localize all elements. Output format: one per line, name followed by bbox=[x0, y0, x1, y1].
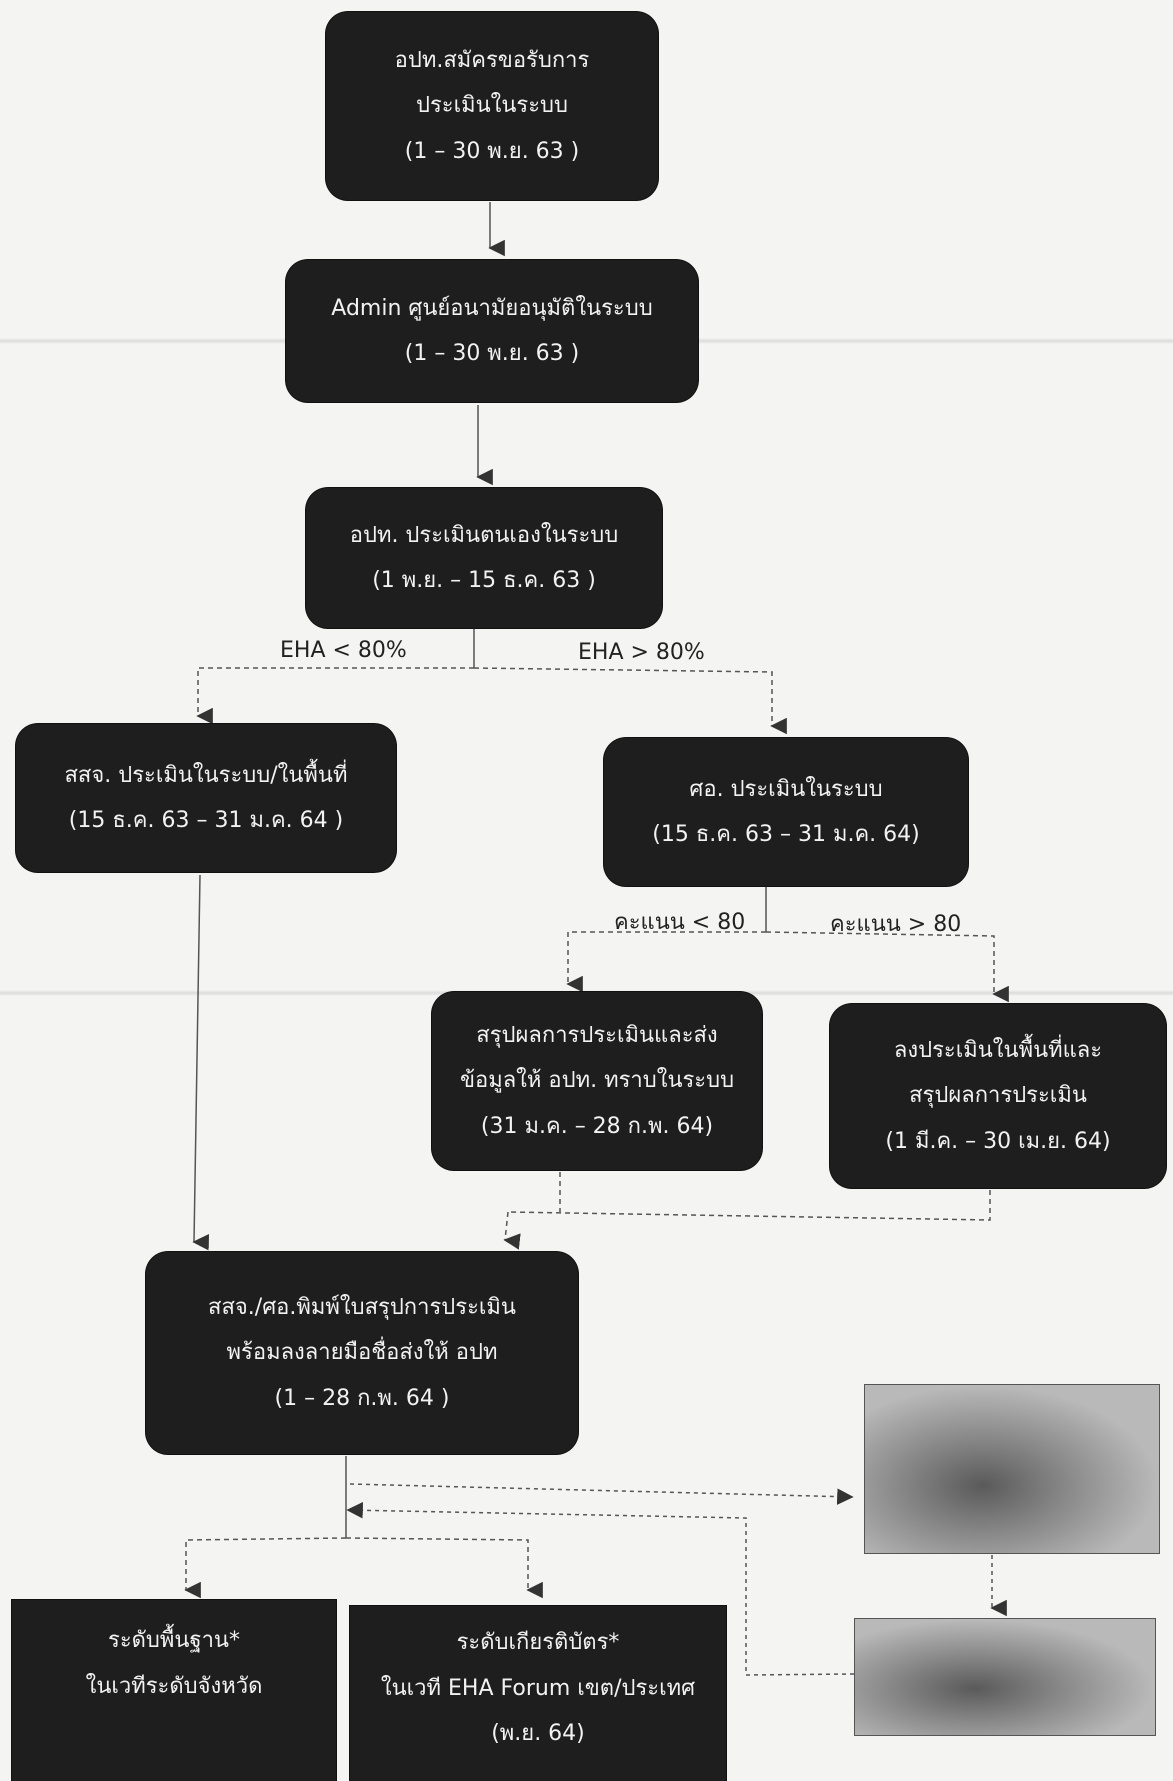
node-self-line1: อปท. ประเมินตนเองในระบบ bbox=[349, 522, 619, 548]
node-field-line2: สรุปผลการประเมิน bbox=[909, 1083, 1087, 1109]
edge-gray2-return bbox=[346, 1502, 855, 1676]
node-basic: ระดับพื้นฐาน* ในเวทีระดับจังหวัด bbox=[12, 1600, 336, 1781]
edge-split-ssj bbox=[196, 667, 474, 725]
node-apply-line2: ประเมินในระบบ bbox=[415, 93, 568, 119]
node-apply-line3: (1 – 30 พ.ย. 63 ) bbox=[404, 138, 580, 164]
edge-field-merge bbox=[507, 1190, 991, 1221]
obscured-image-bottom bbox=[854, 1618, 1156, 1736]
node-summary-line2: ข้อมูลให้ อปท. ทราบในระบบ bbox=[459, 1068, 735, 1094]
node-field-line1: ลงประเมินในพื้นที่และ bbox=[893, 1037, 1103, 1063]
node-print-line1: สสจ./ศอ.พิมพ์ใบสรุปการประเมิน bbox=[208, 1294, 516, 1320]
edge-label-eha-high: EHA > 80% bbox=[578, 640, 705, 665]
node-approve-line2: (1 – 30 พ.ย. 63 ) bbox=[404, 341, 580, 366]
edge-merge-print bbox=[503, 1211, 521, 1250]
edge-split-field bbox=[765, 931, 1009, 1003]
node-approve: Admin ศูนย์อนามัยอนุมัติในระบบ (1 – 30 พ… bbox=[286, 260, 698, 402]
node-field-line3: (1 มี.ค. – 30 เม.ย. 64) bbox=[885, 1128, 1111, 1154]
edge-split-basic bbox=[184, 1537, 347, 1599]
node-ssj-line2: (15 ธ.ค. 63 – 31 ม.ค. 64 ) bbox=[68, 808, 344, 833]
edge-split-honor bbox=[345, 1537, 543, 1599]
node-basic-line2: ในเวทีระดับจังหวัด bbox=[85, 1673, 263, 1699]
node-field: ลงประเมินในพื้นที่และ สรุปผลการประเมิน (… bbox=[830, 1004, 1166, 1188]
node-honor: ระดับเกียรติบัตร* ในเวที EHA Forum เขต/ป… bbox=[350, 1606, 726, 1781]
edge-split-summary bbox=[566, 931, 766, 993]
edge-print-gray1 bbox=[349, 1483, 854, 1505]
edge-ssj-print bbox=[192, 874, 209, 1251]
node-print: สสจ./ศอ.พิมพ์ใบสรุปการประเมิน พร้อมลงลาย… bbox=[146, 1252, 578, 1454]
node-self-line2: (1 พ.ย. – 15 ธ.ค. 63 ) bbox=[372, 568, 596, 593]
node-summary: สรุปผลการประเมินและส่ง ข้อมูลให้ อปท. ทร… bbox=[432, 992, 762, 1170]
edge-label-score-low: คะแนน < 80 bbox=[614, 910, 746, 935]
node-honor-line3: (พ.ย. 64) bbox=[491, 1721, 585, 1746]
node-center-line2: (15 ธ.ค. 63 – 31 ม.ค. 64) bbox=[652, 822, 920, 847]
node-approve-line1: Admin ศูนย์อนามัยอนุมัติในระบบ bbox=[331, 295, 653, 321]
node-self: อปท. ประเมินตนเองในระบบ (1 พ.ย. – 15 ธ.ค… bbox=[306, 488, 662, 628]
node-summary-line1: สรุปผลการประเมินและส่ง bbox=[476, 1022, 718, 1048]
edge-split-center bbox=[473, 667, 787, 735]
edge-label-score-high: คะแนน > 80 bbox=[830, 912, 962, 937]
obscured-image-top bbox=[864, 1384, 1160, 1554]
node-ssj-line1: สสจ. ประเมินในระบบ/ในพื้นที่ bbox=[64, 762, 348, 788]
node-honor-line1: ระดับเกียรติบัตร* bbox=[456, 1630, 620, 1655]
node-basic-line1: ระดับพื้นฐาน* bbox=[108, 1628, 240, 1653]
node-center: ศอ. ประเมินในระบบ (15 ธ.ค. 63 – 31 ม.ค. … bbox=[604, 738, 968, 886]
node-ssj: สสจ. ประเมินในระบบ/ในพื้นที่ (15 ธ.ค. 63… bbox=[16, 724, 396, 872]
node-center-line1: ศอ. ประเมินในระบบ bbox=[689, 776, 883, 802]
node-apply: อปท.สมัครขอรับการ ประเมินในระบบ (1 – 30 … bbox=[326, 12, 658, 200]
node-summary-line3: (31 ม.ค. – 28 ก.พ. 64) bbox=[480, 1113, 714, 1139]
edge-label-eha-low: EHA < 80% bbox=[280, 638, 407, 663]
node-apply-line1: อปท.สมัครขอรับการ bbox=[394, 47, 590, 73]
node-honor-line2: ในเวที EHA Forum เขต/ประเทศ bbox=[380, 1675, 696, 1701]
node-print-line2: พร้อมลงลายมือชื่อส่งให้ อปท bbox=[226, 1340, 498, 1366]
node-print-line3: (1 – 28 ก.พ. 64 ) bbox=[274, 1385, 450, 1411]
